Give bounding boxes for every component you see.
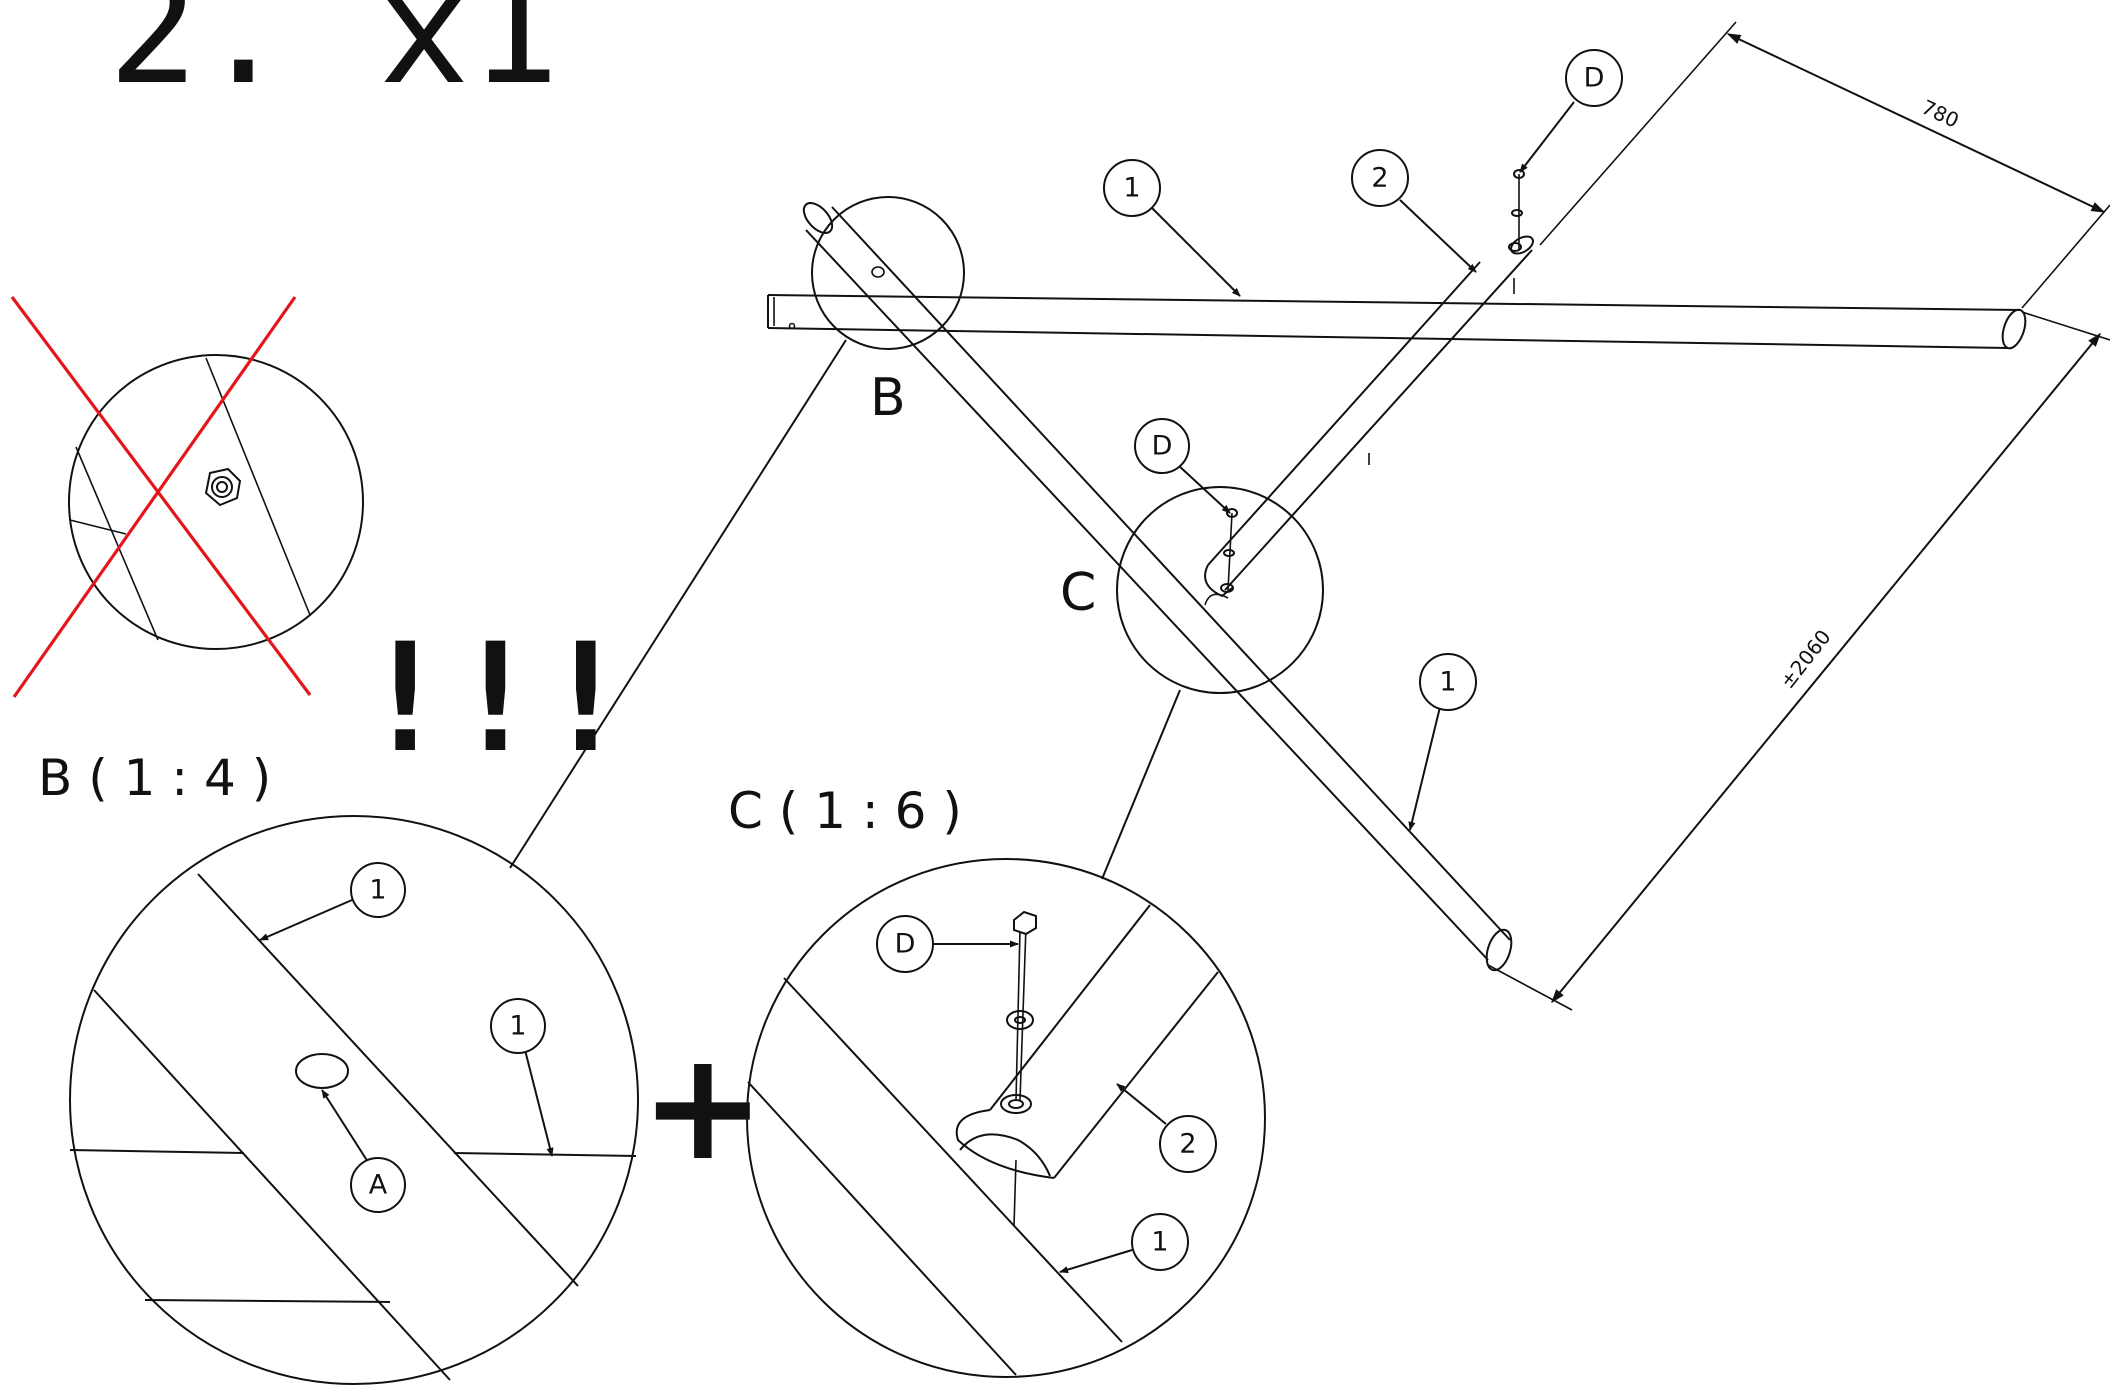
dimension-length: ±2060 xyxy=(1487,311,2110,1011)
svg-text:D: D xyxy=(895,929,916,960)
hex-nut-icon xyxy=(204,467,242,507)
detail-b-view: 1 1 A xyxy=(69,815,639,1385)
callout-b-part1-upper: 1 xyxy=(259,862,406,941)
pipe-end xyxy=(955,1109,1055,1179)
svg-text:2: 2 xyxy=(1371,163,1388,194)
svg-text:D: D xyxy=(1584,63,1605,94)
pipe-diagonal-long xyxy=(802,202,1513,972)
callout-part1-top: 1 xyxy=(1103,159,1241,297)
svg-text:D: D xyxy=(1152,431,1173,462)
hole-a xyxy=(295,1053,349,1089)
hex-bolt-icon xyxy=(1013,910,1037,1101)
leader-b xyxy=(509,339,847,869)
hex-bolt-icon xyxy=(1508,169,1525,252)
callout-bolt-mid: D xyxy=(1134,418,1231,514)
callout-part2: 2 xyxy=(1351,149,1477,273)
dimension-width: 780 xyxy=(1539,21,2110,309)
main-assembly: B C 780 ±2060 1 2 xyxy=(509,21,2110,1011)
svg-text:1: 1 xyxy=(1439,667,1456,698)
detail-circle-b xyxy=(811,196,965,350)
callout-c-part2: 2 xyxy=(1116,1083,1217,1173)
callout-bolt-top: D xyxy=(1519,49,1623,173)
svg-text:1: 1 xyxy=(1151,1227,1168,1258)
cross-mark xyxy=(10,296,312,696)
plus-sign: + xyxy=(640,1020,766,1194)
detail-marker-c: C xyxy=(1060,563,1096,623)
callout-b-part1-right: 1 xyxy=(490,998,554,1157)
wrong-detail xyxy=(10,296,364,698)
detail-c-title: C ( 1 : 6 ) xyxy=(728,782,962,840)
detail-marker-b: B xyxy=(870,368,906,428)
callout-b-hole: A xyxy=(321,1089,406,1213)
svg-text:A: A xyxy=(369,1170,388,1201)
svg-text:1: 1 xyxy=(509,1011,526,1042)
detail-b-title: B ( 1 : 4 ) xyxy=(38,749,271,807)
callout-c-bolt: D xyxy=(876,915,1019,973)
warning-mark: !!! xyxy=(360,612,631,786)
step-title: 2. x1 xyxy=(108,0,560,118)
cross-mark xyxy=(12,296,297,698)
callout-c-part1: 1 xyxy=(1059,1213,1189,1274)
leader-c xyxy=(1101,689,1181,880)
callout-part1-lower: 1 xyxy=(1408,653,1477,831)
svg-text:2: 2 xyxy=(1179,1129,1196,1160)
svg-text:1: 1 xyxy=(369,875,386,906)
svg-text:1: 1 xyxy=(1123,173,1140,204)
detail-circle-c xyxy=(1116,486,1324,694)
dimension-length-value: ±2060 xyxy=(1775,625,1836,693)
washer-icon xyxy=(1006,1010,1034,1030)
pipe-diagonal-short xyxy=(1204,235,1534,606)
detail-c-view: D 2 1 xyxy=(746,858,1266,1378)
